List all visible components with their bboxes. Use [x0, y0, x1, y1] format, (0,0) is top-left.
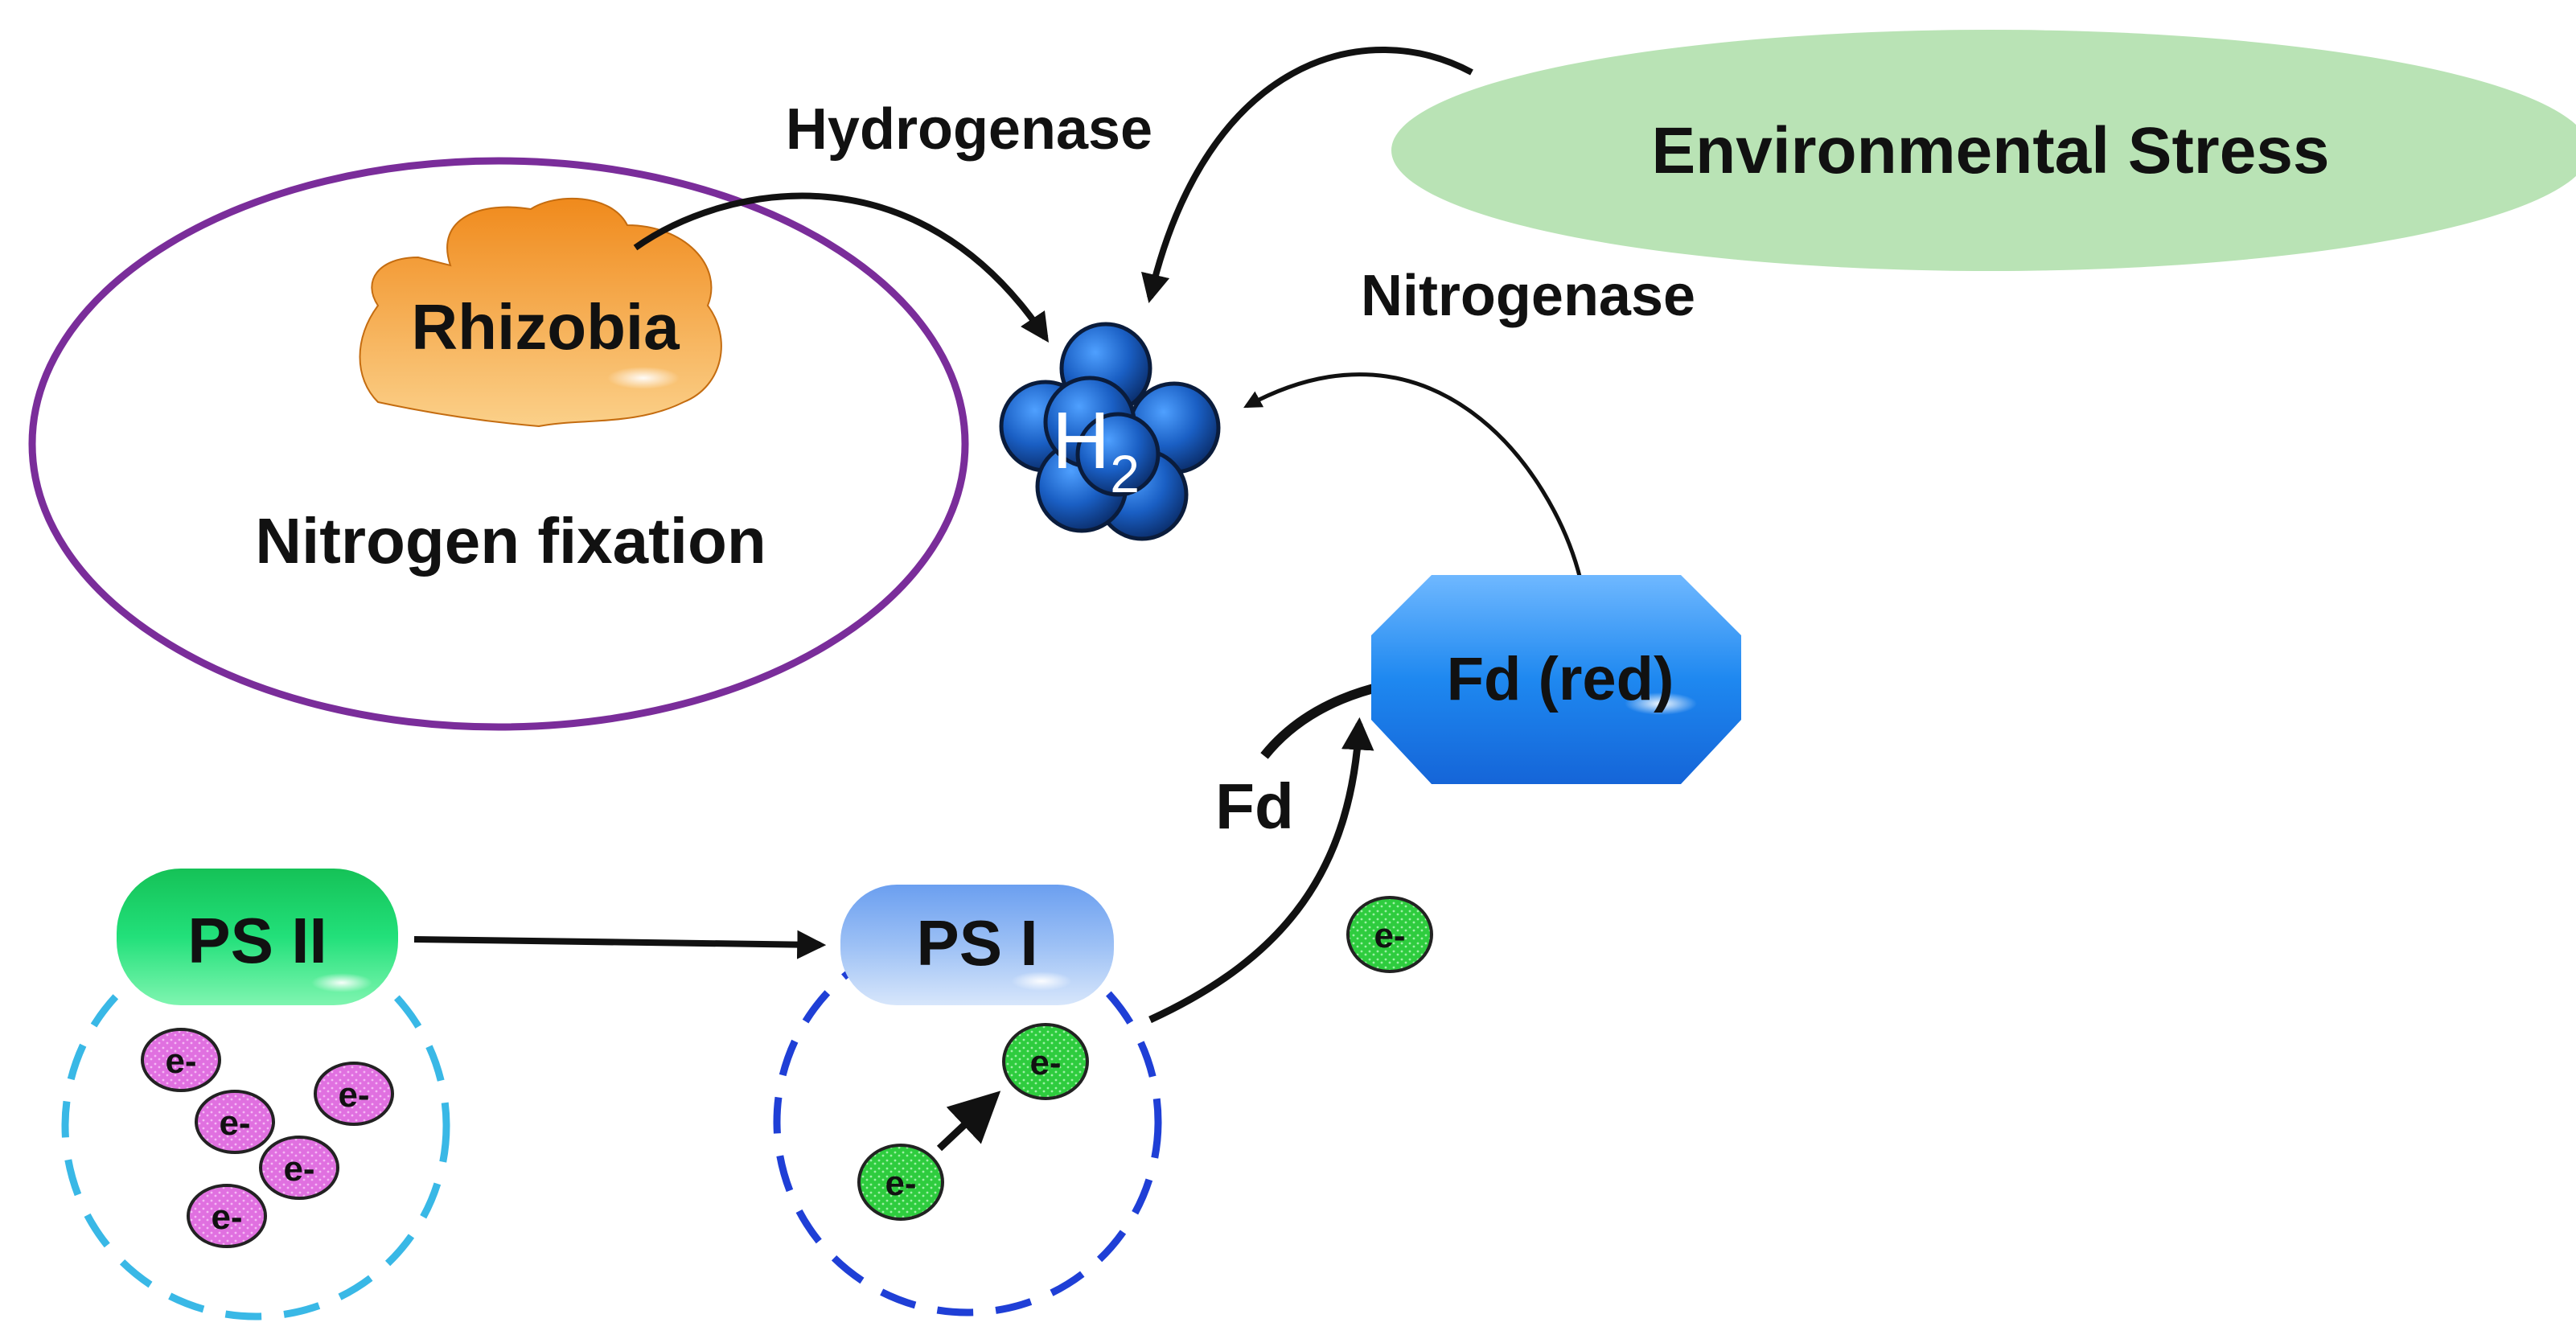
electron-green: e-: [1346, 896, 1433, 973]
electron-green: e-: [1002, 1023, 1089, 1100]
ps1-electrons: e- e- e-: [857, 896, 1433, 1221]
nitrogen-fixation-label: Nitrogen fixation: [255, 505, 766, 577]
electron-pink: e-: [314, 1062, 394, 1126]
fd-red-glint: [1625, 692, 1697, 715]
rhizobia-glint: [607, 367, 680, 389]
nitrogen-fixation-node: Nitrogen fixation: [28, 157, 969, 731]
ps1-label: PS I: [916, 907, 1037, 979]
rhizobia-label: Rhizobia: [411, 291, 680, 363]
arrow-ps1-to-fdred: [1148, 717, 1374, 1024]
rhizobia-node: Rhizobia: [359, 197, 722, 428]
arrow-stress-to-h2: [1141, 47, 1473, 304]
environmental-stress-node: Environmental Stress: [1391, 30, 2576, 271]
h2-sphere: [1075, 412, 1161, 497]
ps2-glint: [311, 973, 372, 992]
nitrogen-fixation-ring: [28, 157, 969, 731]
environmental-stress-ellipse: [1391, 30, 2576, 271]
arrows: [413, 47, 1583, 1024]
h2-molecule: [999, 322, 1221, 541]
svg-text:e-: e-: [165, 1041, 196, 1081]
svg-text:e-: e-: [211, 1197, 242, 1237]
electron-pink: e-: [195, 1090, 275, 1154]
arrow-electron-transfer: [936, 1091, 1001, 1152]
electron-green: e-: [857, 1144, 944, 1221]
fd-red-label: Fd (red): [1447, 645, 1674, 713]
svg-text:e-: e-: [1029, 1043, 1061, 1082]
ps2-capsule: [117, 869, 398, 1005]
hydrogenase-label: Hydrogenase: [786, 97, 1152, 162]
ps1-glint: [1011, 971, 1072, 991]
fd-red-octagon: [1371, 575, 1741, 784]
svg-text:e-: e-: [885, 1164, 916, 1203]
ps2-node: PS II: [61, 869, 450, 1321]
svg-text:e-: e-: [338, 1075, 369, 1115]
fd-red-node: Fd (red): [1371, 575, 1741, 784]
svg-text:e-: e-: [219, 1103, 250, 1143]
svg-text:e-: e-: [283, 1149, 314, 1189]
arrow-ps2-to-ps1: [413, 930, 827, 959]
fd-label: Fd: [1215, 770, 1294, 842]
electron-pink: e-: [187, 1184, 267, 1248]
arrow-fdred-to-h2: [1243, 372, 1583, 580]
svg-text:e-: e-: [1374, 916, 1405, 955]
ps2-label: PS II: [187, 905, 327, 976]
nitrogenase-label: Nitrogenase: [1361, 264, 1695, 328]
h2-label: H2: [1052, 396, 1140, 503]
arrow-rhizobia-to-h2: [633, 192, 1049, 343]
ps1-node: PS I: [773, 885, 1162, 1316]
ps2-electrons: e- e- e- e- e-: [141, 1028, 394, 1248]
electron-pink: e-: [259, 1136, 339, 1200]
electron-pink: e-: [141, 1028, 221, 1092]
environmental-stress-label: Environmental Stress: [1651, 114, 2329, 187]
